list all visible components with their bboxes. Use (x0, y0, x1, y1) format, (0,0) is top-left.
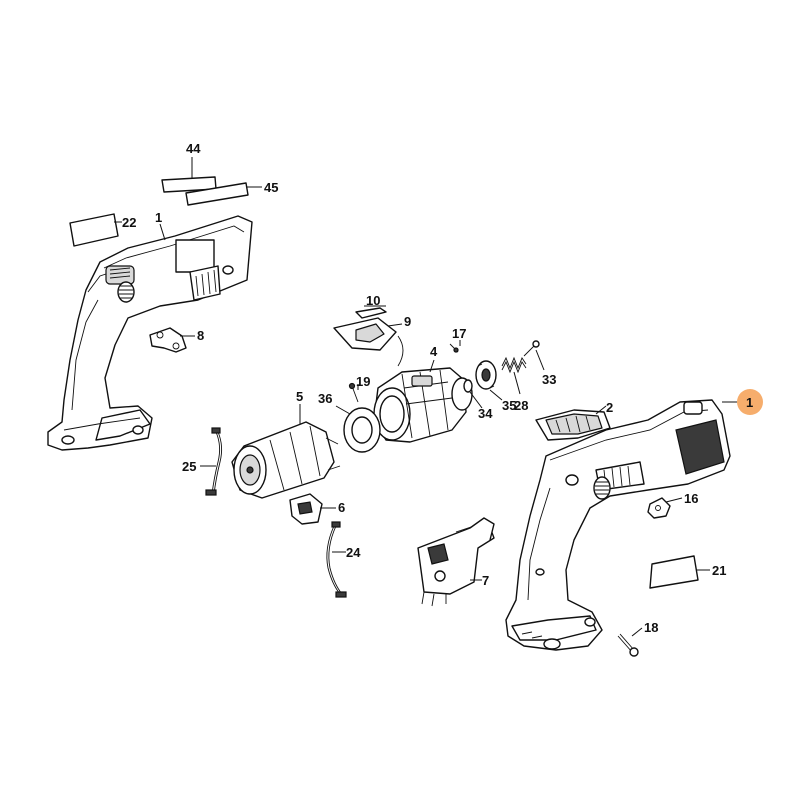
callout-28[interactable]: 28 (514, 398, 528, 413)
callout-35[interactable]: 35 (502, 398, 516, 413)
callout-7[interactable]: 7 (482, 573, 489, 588)
callout-6[interactable]: 6 (338, 500, 345, 515)
callout-34[interactable]: 34 (478, 406, 493, 421)
callout-19[interactable]: 19 (356, 374, 370, 389)
callout-4[interactable]: 4 (430, 344, 438, 359)
callout-16[interactable]: 16 (684, 491, 698, 506)
part-6-brush-holder[interactable] (289, 493, 323, 525)
part-5-motor[interactable] (231, 421, 341, 499)
part-10-lever[interactable] (355, 307, 387, 319)
part-19-screw[interactable] (348, 382, 359, 403)
part-34-o-ring[interactable] (463, 379, 473, 393)
callout-9[interactable]: 9 (404, 314, 411, 329)
part-24-wire[interactable] (326, 521, 347, 598)
callout-8[interactable]: 8 (197, 328, 204, 343)
callout-10[interactable]: 10 (366, 293, 380, 308)
label-sticker-45[interactable] (185, 182, 249, 206)
part-2-switch-pad[interactable] (535, 409, 611, 441)
callout-18[interactable]: 18 (644, 620, 658, 635)
part-17-screw[interactable] (449, 343, 459, 353)
callout-24[interactable]: 24 (346, 545, 361, 560)
highlight-circle (737, 389, 763, 415)
callout-44[interactable]: 44 (186, 141, 201, 156)
callout-2[interactable]: 2 (606, 400, 613, 415)
right-housing-half[interactable] (505, 399, 731, 651)
part-33-screw[interactable] (523, 340, 540, 357)
highlighted-callout-1[interactable]: 1 (737, 389, 763, 415)
part-4-gearbox[interactable] (373, 367, 473, 443)
part-7-switch[interactable] (417, 517, 495, 607)
callout-36[interactable]: 36 (318, 391, 332, 406)
part-16-clip[interactable] (647, 497, 671, 519)
part-25-wire[interactable] (205, 427, 223, 496)
label-sticker-21[interactable] (649, 555, 699, 589)
callout-25[interactable]: 25 (182, 459, 196, 474)
part-8-clip[interactable] (149, 327, 187, 353)
callout-33[interactable]: 33 (542, 372, 556, 387)
part-36-washer[interactable] (343, 407, 381, 453)
part-18-screw[interactable] (617, 633, 639, 657)
callout-22[interactable]: 22 (122, 215, 136, 230)
callout-45[interactable]: 45 (264, 180, 278, 195)
part-28-spring[interactable] (501, 356, 527, 374)
part-9-switch-plate[interactable] (333, 317, 404, 367)
callout-1-right: 1 (746, 395, 753, 410)
callout-17[interactable]: 17 (452, 326, 466, 341)
part-35-gear-plate[interactable] (475, 360, 497, 390)
callout-1-left[interactable]: 1 (155, 210, 162, 225)
label-sticker-22[interactable] (69, 213, 119, 247)
callout-5[interactable]: 5 (296, 389, 303, 404)
callout-21[interactable]: 21 (712, 563, 726, 578)
left-housing-half[interactable] (47, 215, 253, 451)
